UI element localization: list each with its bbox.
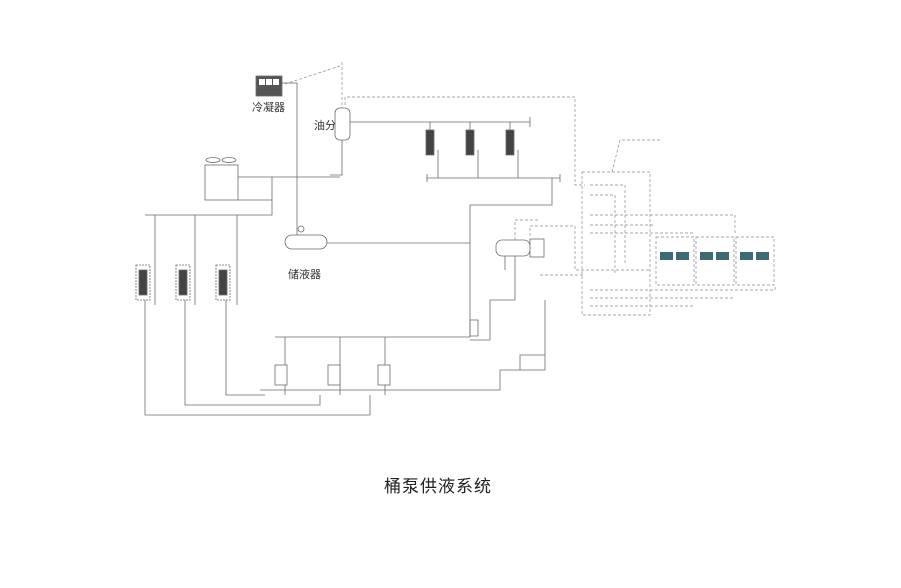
low-pressure-barrel [495,239,531,257]
solid-pipes [135,75,561,416]
dashed-control-lines [284,62,776,316]
display-panels [660,252,769,260]
oil-separator-vessel [334,107,351,141]
receiver-label: 储液器 [288,268,321,281]
diagram-title: 桶泵供液系统 [384,477,492,497]
receiver-vessel [284,234,328,250]
compressor-group [425,122,561,320]
condenser-label: 冷凝器 [252,101,285,114]
air-handler-units [655,236,775,286]
evaporator-units [135,264,231,301]
air-cooler-unit [204,164,239,201]
regulating-station-box [581,171,651,316]
oil-separator-label: 油分 [314,119,336,132]
